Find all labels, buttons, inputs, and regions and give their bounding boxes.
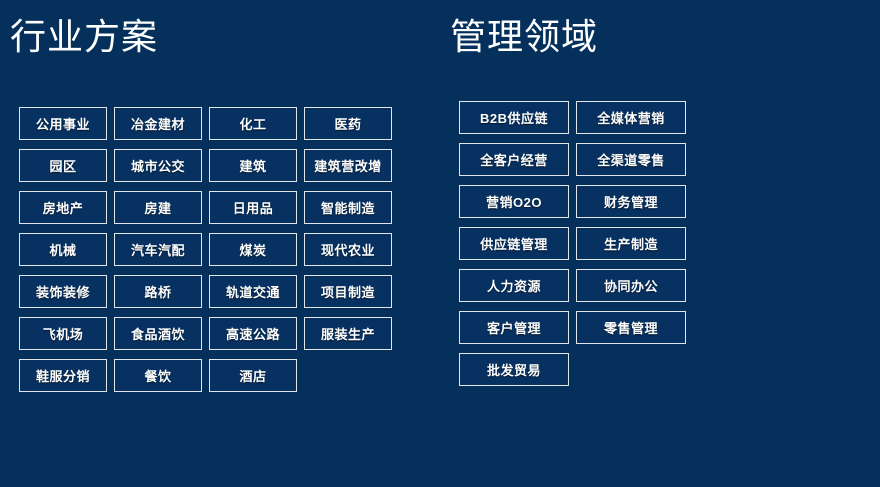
category-chip[interactable]: 供应链管理 [459, 227, 569, 260]
category-chip[interactable]: 协同办公 [576, 269, 686, 302]
industry-solutions-grid: 公用事业冶金建材化工医药园区城市公交建筑建筑营改增房地产房建日用品智能制造机械汽… [19, 107, 401, 401]
category-chip[interactable]: 化工 [209, 107, 297, 140]
page-title-management-domains: 管理领域 [450, 16, 599, 57]
category-chip[interactable]: 机械 [19, 233, 107, 266]
category-chip[interactable]: 服装生产 [304, 317, 392, 350]
category-chip[interactable]: 人力资源 [459, 269, 569, 302]
category-chip[interactable]: 全渠道零售 [576, 143, 686, 176]
category-chip[interactable]: 酒店 [209, 359, 297, 392]
category-chip[interactable]: 批发贸易 [459, 353, 569, 386]
category-chip[interactable]: 建筑 [209, 149, 297, 182]
category-chip[interactable]: 智能制造 [304, 191, 392, 224]
category-chip[interactable]: 餐饮 [114, 359, 202, 392]
category-chip[interactable]: 装饰装修 [19, 275, 107, 308]
category-chip[interactable]: 煤炭 [209, 233, 297, 266]
category-chip[interactable]: 鞋服分销 [19, 359, 107, 392]
category-chip[interactable]: 公用事业 [19, 107, 107, 140]
category-chip[interactable]: 零售管理 [576, 311, 686, 344]
category-chip[interactable]: B2B供应链 [459, 101, 569, 134]
category-chip[interactable]: 路桥 [114, 275, 202, 308]
category-chip[interactable]: 项目制造 [304, 275, 392, 308]
category-chip[interactable]: 全媒体营销 [576, 101, 686, 134]
category-chip[interactable]: 房建 [114, 191, 202, 224]
category-chip[interactable]: 医药 [304, 107, 392, 140]
category-chip[interactable]: 高速公路 [209, 317, 297, 350]
category-chip[interactable]: 全客户经营 [459, 143, 569, 176]
category-chip[interactable]: 园区 [19, 149, 107, 182]
category-chip[interactable]: 现代农业 [304, 233, 392, 266]
page-title-industry-solutions: 行业方案 [10, 16, 159, 57]
category-chip[interactable]: 食品酒饮 [114, 317, 202, 350]
category-chip[interactable]: 飞机场 [19, 317, 107, 350]
category-chip[interactable]: 冶金建材 [114, 107, 202, 140]
category-chip[interactable]: 房地产 [19, 191, 107, 224]
category-chip[interactable]: 汽车汽配 [114, 233, 202, 266]
category-chip[interactable]: 生产制造 [576, 227, 686, 260]
category-chip[interactable]: 营销O2O [459, 185, 569, 218]
category-chip[interactable]: 日用品 [209, 191, 297, 224]
category-chip[interactable]: 客户管理 [459, 311, 569, 344]
category-chip[interactable]: 轨道交通 [209, 275, 297, 308]
category-chip[interactable]: 建筑营改增 [304, 149, 392, 182]
category-chip[interactable]: 城市公交 [114, 149, 202, 182]
category-chip[interactable]: 财务管理 [576, 185, 686, 218]
